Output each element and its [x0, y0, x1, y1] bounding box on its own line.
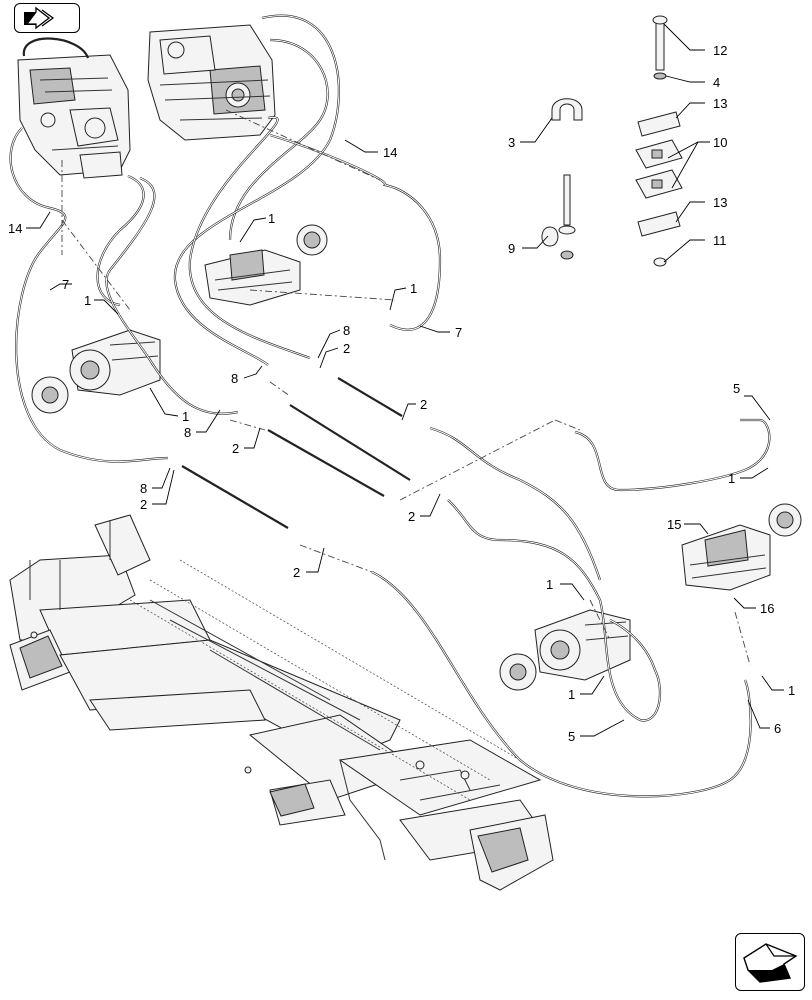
assembly-centre-lines — [61, 109, 751, 666]
callout-6: 6 — [774, 721, 781, 736]
callout-2-top: 2 — [343, 341, 350, 356]
callout-1-left-lower: 1 — [182, 409, 189, 424]
callout-2-lower-right: 2 — [408, 509, 415, 524]
callout-3: 3 — [508, 135, 515, 150]
hardware-stack — [541, 15, 683, 267]
callout-8-left: 8 — [184, 425, 191, 440]
hydraulic-pump-right — [147, 24, 276, 141]
callout-2-lower-left: 2 — [140, 497, 147, 512]
callout-5-upper: 5 — [733, 381, 740, 396]
callout-2-middle: 2 — [232, 441, 239, 456]
callout-12: 12 — [713, 43, 727, 58]
callout-1-lower-right: 1 — [788, 683, 795, 698]
callout-5-lower: 5 — [568, 729, 575, 744]
callout-4: 4 — [713, 75, 720, 90]
callout-8-middle: 8 — [231, 371, 238, 386]
callout-10: 10 — [713, 135, 727, 150]
callout-1-left-upper: 1 — [84, 293, 91, 308]
previous-page-arrow-icon — [24, 6, 55, 30]
callout-14-left: 14 — [8, 221, 22, 236]
drive-motor-left — [31, 329, 161, 414]
hydraulic-pump-left — [17, 37, 131, 179]
drive-motor-right — [681, 503, 802, 591]
drive-motor-lower — [499, 609, 631, 691]
callout-2-right: 2 — [420, 397, 427, 412]
callout-1-upper-motor: 1 — [268, 211, 275, 226]
callout-16: 16 — [760, 601, 774, 616]
leader-lines — [26, 23, 784, 737]
callout-14-right: 14 — [383, 145, 397, 160]
callout-15: 15 — [667, 517, 681, 532]
callout-1-upper-right: 1 — [410, 281, 417, 296]
chassis-frame — [9, 514, 554, 891]
callout-13-lower: 13 — [713, 195, 727, 210]
hydraulic-hoses — [9, 14, 771, 798]
callout-1-lower-motor-bottom: 1 — [568, 687, 575, 702]
callout-11: 11 — [713, 233, 727, 248]
callout-13-upper: 13 — [713, 96, 727, 111]
callout-1-lower-motor-top: 1 — [546, 577, 553, 592]
callout-2-bottom: 2 — [293, 565, 300, 580]
callout-7-left: 7 — [62, 277, 69, 292]
next-page-arrow-icon — [743, 943, 798, 983]
callout-labels: 12 4 13 10 13 11 3 9 14 14 1 1 7 7 1 1 8… — [8, 43, 795, 744]
next-page-icon[interactable] — [735, 933, 805, 991]
callout-7-right: 7 — [455, 325, 462, 340]
callout-8-lower: 8 — [140, 481, 147, 496]
drive-motor-upper — [204, 224, 328, 306]
previous-page-icon[interactable] — [14, 3, 80, 33]
callout-8-top: 8 — [343, 323, 350, 338]
callout-9: 9 — [508, 241, 515, 256]
callout-1-right-motor: 1 — [728, 471, 735, 486]
